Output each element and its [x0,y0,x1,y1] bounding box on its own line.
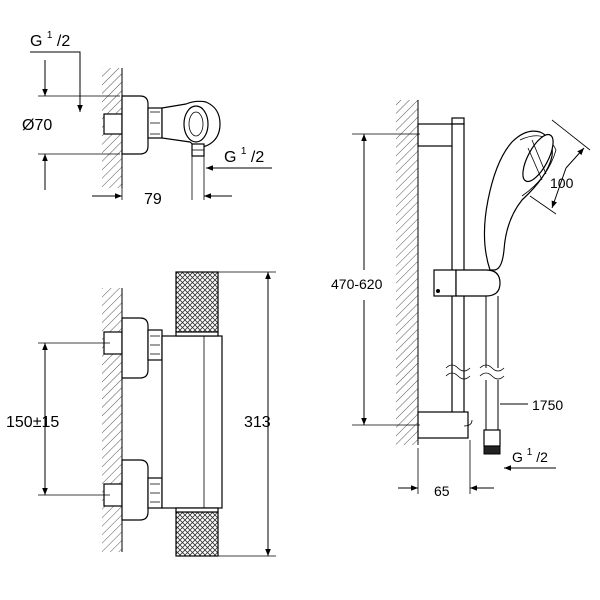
thermostat-body [161,335,223,509]
rail-offset-label: 65 [434,483,450,499]
hose-length-label: 1750 [532,397,563,413]
bottom-bracket [417,411,469,439]
centres-label: 150±15 [6,414,59,431]
wall-hatch-front [102,288,122,552]
inlet-thread-label: G 1 /2 [30,25,70,50]
temperature-handle [175,271,219,333]
outlet-thread-label: G 1 /2 [224,141,264,166]
hose-thread-label: G 1 /2 [512,442,548,465]
inlet-connector [103,113,123,135]
side-view: G 1 /2 Ø70 G 1 /2 79 [22,25,272,208]
diameter-label: Ø70 [22,117,52,134]
rail-range-label: 470-620 [331,276,383,292]
projection-label: 79 [144,191,162,208]
head-size-label: 100 [550,175,574,191]
rail-view: 470-620 100 1750 G 1 /2 65 [331,100,591,499]
hose-nut [483,429,501,447]
height-label: 313 [244,414,271,431]
wall-hatch-rail [396,100,418,445]
front-view: 150±15 313 [6,271,276,557]
flow-handle [175,511,219,557]
